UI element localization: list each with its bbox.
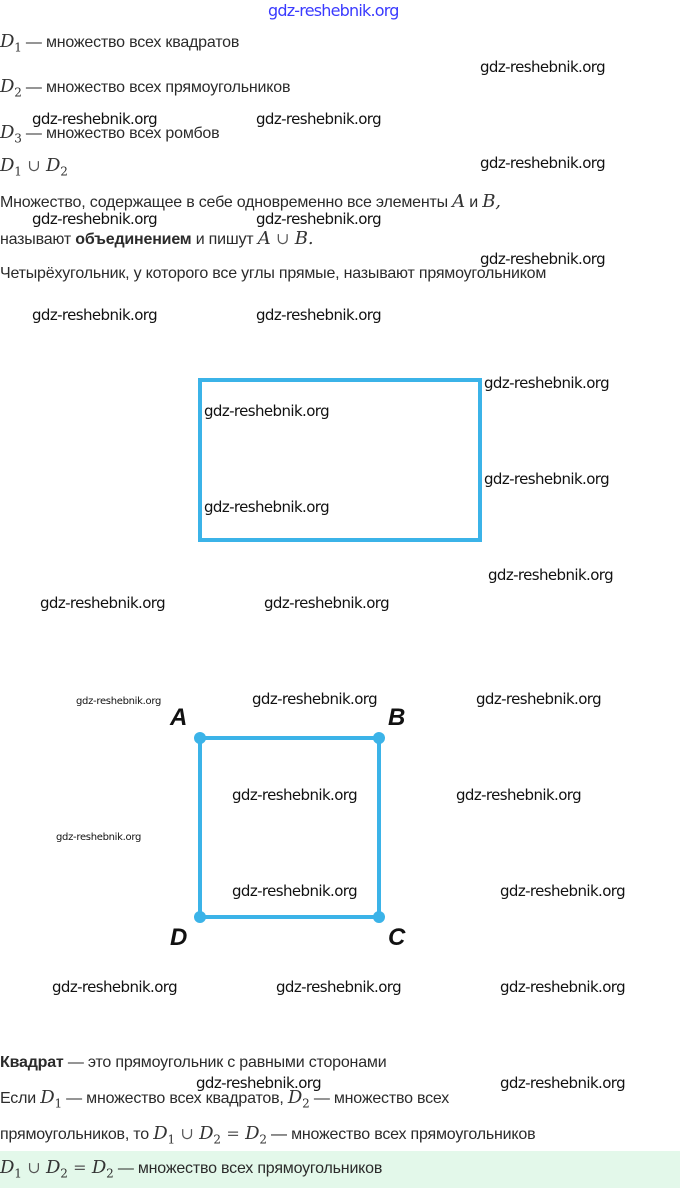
d1-line: D1 — множество всех квадратов	[0, 31, 239, 55]
square-text: — это прямоугольник с равными сторонами	[67, 1054, 387, 1071]
d3-text: — множество всех ромбов	[25, 125, 220, 142]
label-a: A	[170, 704, 188, 731]
watermark: gdz-reshebnik.org	[56, 832, 142, 843]
rectangle-figure	[198, 378, 482, 542]
vertex-a	[194, 732, 206, 744]
math-union: D1 ∪ D2	[0, 155, 68, 179]
d1-text: — множество всех квадратов	[25, 34, 240, 51]
watermark: gdz-reshebnik.org	[32, 110, 158, 128]
label-b: B	[388, 704, 406, 731]
vertex-c	[373, 911, 385, 923]
answer-highlight	[0, 1151, 680, 1188]
math-equation: D1 ∪ D2 = D2	[153, 1123, 267, 1147]
watermark: gdz-reshebnik.org	[480, 154, 606, 172]
answer-text: — множество всех прямоугольников	[117, 1160, 383, 1177]
watermark: gdz-reshebnik.org	[204, 402, 330, 420]
math-d3: D3	[0, 122, 22, 146]
then-rest: — множество всех прямоугольников	[271, 1126, 536, 1143]
watermark: gdz-reshebnik.org	[456, 786, 582, 804]
watermark: gdz-reshebnik.org	[500, 882, 626, 900]
def-bold: объединением	[75, 231, 192, 248]
watermark: gdz-reshebnik.org	[196, 1074, 322, 1092]
header-watermark: gdz-reshebnik.org	[268, 1, 399, 20]
math-d1: D1	[40, 1087, 62, 1111]
if-d1-text: — множество всех квадратов,	[66, 1090, 284, 1107]
vertex-d	[194, 911, 206, 923]
label-d: D	[170, 924, 188, 951]
watermark: gdz-reshebnik.org	[232, 786, 358, 804]
watermark: gdz-reshebnik.org	[32, 306, 158, 324]
math-a: A	[452, 191, 465, 212]
d2-line: D2 — множество всех прямоугольников	[0, 76, 290, 100]
if-text: Если	[0, 1090, 36, 1107]
watermark: gdz-reshebnik.org	[500, 1074, 626, 1092]
watermark: gdz-reshebnik.org	[32, 210, 158, 228]
def-text-2: называют	[0, 231, 71, 248]
watermark: gdz-reshebnik.org	[204, 498, 330, 516]
def-text: Множество, содержащее в себе одновременн…	[0, 194, 448, 211]
watermark: gdz-reshebnik.org	[76, 696, 162, 707]
watermark: gdz-reshebnik.org	[264, 594, 390, 612]
square-bold: Квадрат	[0, 1054, 64, 1071]
d2-text: — множество всех прямоугольников	[25, 79, 291, 96]
watermark: gdz-reshebnik.org	[256, 306, 382, 324]
if-line: Если D1 — множество всех квадратов, D2 —…	[0, 1087, 449, 1111]
definition-line-1: Множество, содержащее в себе одновременн…	[0, 191, 501, 212]
square-figure	[198, 736, 381, 919]
union-line: D1 ∪ D2	[0, 155, 68, 179]
watermark: gdz-reshebnik.org	[500, 978, 626, 996]
watermark: gdz-reshebnik.org	[484, 374, 610, 392]
vertex-b	[373, 732, 385, 744]
d3-line: D3 — множество всех ромбов	[0, 122, 220, 146]
watermark: gdz-reshebnik.org	[52, 978, 178, 996]
label-c: C	[388, 924, 406, 951]
watermark: gdz-reshebnik.org	[480, 58, 606, 76]
math-d1: D1	[0, 31, 22, 55]
then-line: прямоугольников, то D1 ∪ D2 = D2 — множе…	[0, 1123, 536, 1147]
math-d2: D2	[287, 1087, 310, 1111]
answer-line: D1 ∪ D2 = D2 — множество всех прямоуголь…	[0, 1157, 382, 1181]
square-definition: Квадрат — это прямоугольник с равными ст…	[0, 1054, 387, 1072]
watermark: gdz-reshebnik.org	[40, 594, 166, 612]
watermark: gdz-reshebnik.org	[480, 250, 606, 268]
def-and: и	[469, 194, 478, 211]
math-b: B,	[482, 191, 501, 212]
watermark: gdz-reshebnik.org	[484, 470, 610, 488]
rectangle-definition: Четырёхугольник, у которого все углы пря…	[0, 265, 547, 282]
definition-line-2: называют объединением и пишут A ∪ B.	[0, 228, 314, 249]
if-d2-text: — множество всех	[313, 1090, 450, 1107]
watermark: gdz-reshebnik.org	[488, 566, 614, 584]
watermark: gdz-reshebnik.org	[476, 690, 602, 708]
watermark: gdz-reshebnik.org	[252, 690, 378, 708]
watermark: gdz-reshebnik.org	[232, 882, 358, 900]
watermark: gdz-reshebnik.org	[256, 110, 382, 128]
def-text-3: и пишут	[195, 231, 254, 248]
watermark: gdz-reshebnik.org	[256, 210, 382, 228]
math-answer: D1 ∪ D2 = D2	[0, 1157, 114, 1181]
math-aub: A ∪ B.	[257, 228, 314, 249]
then-text: прямоугольников, то	[0, 1126, 149, 1143]
math-d2: D2	[0, 76, 22, 100]
watermark: gdz-reshebnik.org	[276, 978, 402, 996]
